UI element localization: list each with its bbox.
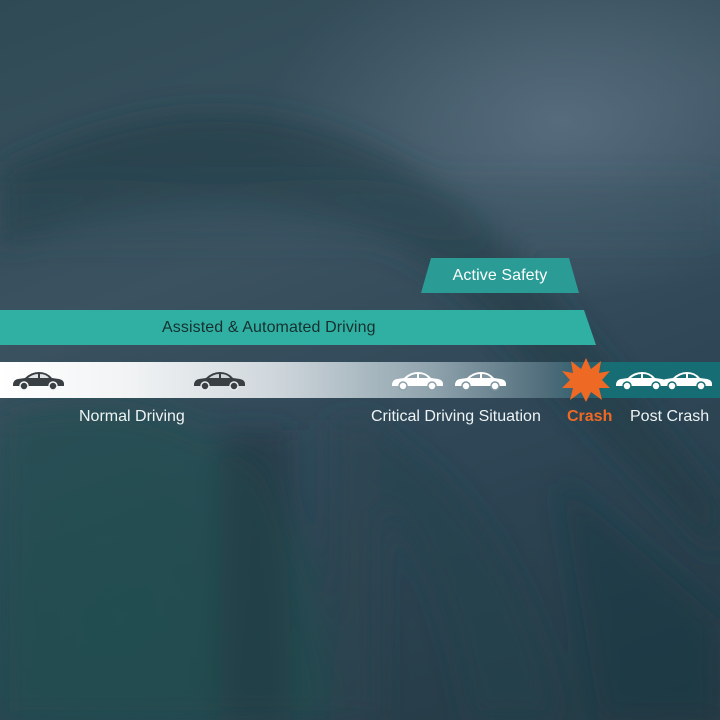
stage-label-crash: Crash xyxy=(567,408,613,425)
active-safety-label: Active Safety xyxy=(452,266,548,284)
car-icon xyxy=(194,372,245,391)
car-icon xyxy=(13,372,64,391)
stage-label-critical-driving: Critical Driving Situation xyxy=(371,408,541,425)
assisted-driving-label: Assisted & Automated Driving xyxy=(162,318,376,336)
car-icon xyxy=(392,372,443,391)
crash-burst-icon xyxy=(562,358,610,402)
car-icon xyxy=(661,372,712,391)
stage-label-post-crash: Post Crash xyxy=(630,408,710,425)
car-icon xyxy=(455,372,506,391)
active-safety-band: Active Safety xyxy=(421,258,579,293)
stage-label-normal-driving: Normal Driving xyxy=(79,408,185,425)
assisted-driving-band: Assisted & Automated Driving xyxy=(0,310,596,345)
car-icon xyxy=(616,372,667,391)
